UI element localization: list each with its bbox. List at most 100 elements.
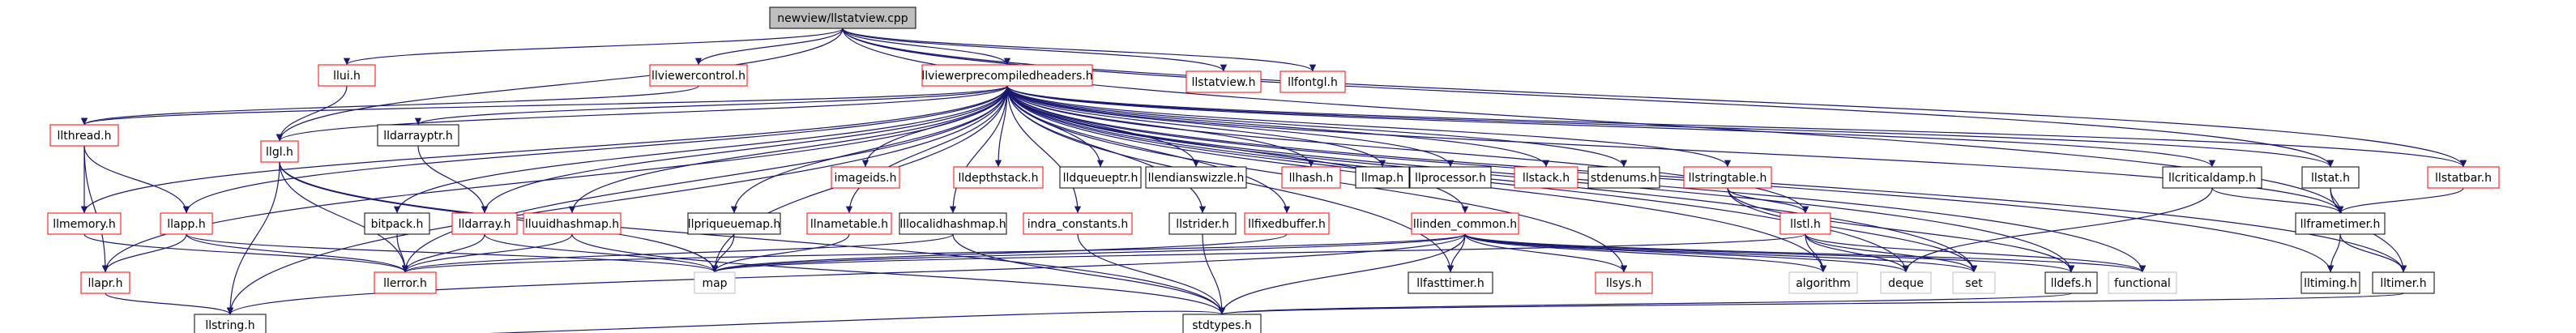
node-box-lllocalidhashmap — [899, 212, 1007, 235]
node-llnametable[interactable]: llnametable.h — [806, 212, 892, 235]
node-label-lldefs: lldefs.h — [2051, 277, 2092, 290]
edge-llviewerprecompiled-to-llmap — [1006, 85, 1386, 168]
node-label-llhash: llhash.h — [1289, 172, 1334, 185]
node-label-llstringtable: llstringtable.h — [1689, 172, 1767, 185]
node-llstl[interactable]: llstl.h — [1779, 212, 1831, 235]
edge-llviewerprecompiled-to-llstatbar — [1006, 85, 2467, 168]
node-llui[interactable]: llui.h — [318, 64, 376, 87]
node-llapr[interactable]: llapr.h — [80, 271, 130, 294]
edge-llstringtable-to-llstl — [1727, 187, 1809, 214]
node-llviewercontrol[interactable]: llviewercontrol.h — [649, 64, 748, 87]
node-llcriticaldamp[interactable]: llcriticaldamp.h — [2162, 166, 2262, 189]
node-llfontgl[interactable]: llfontgl.h — [1279, 70, 1346, 93]
node-label-newview: newview/llstatview.cpp — [777, 12, 908, 25]
node-llstringtable[interactable]: llstringtable.h — [1683, 166, 1772, 189]
node-llpriqueuemap[interactable]: llpriqueuemap.h — [687, 212, 781, 235]
edge-llinden_common-to-set — [1464, 233, 1977, 273]
node-box-llstrider — [1168, 212, 1237, 235]
node-bitpack[interactable]: bitpack.h — [364, 212, 430, 235]
node-box-deque — [1880, 271, 1932, 294]
node-llmap[interactable]: llmap.h — [1355, 166, 1410, 189]
node-llstack[interactable]: llstack.h — [1514, 166, 1578, 189]
node-label-bitpack: bitpack.h — [371, 218, 424, 231]
node-box-llviewercontrol — [649, 64, 748, 87]
edge-llgl-to-llstring — [226, 161, 280, 315]
node-stdtypes[interactable]: stdtypes.h — [1182, 314, 1262, 333]
edge-llinden_common-to-llerror — [402, 233, 1466, 273]
node-llendianswizzle[interactable]: llendianswizzle.h — [1145, 166, 1247, 189]
node-label-llerror: llerror.h — [383, 277, 427, 290]
node-llhash[interactable]: llhash.h — [1281, 166, 1341, 189]
edge-llui-to-llgl — [276, 85, 348, 142]
node-box-llapr — [80, 271, 130, 294]
edge-lldarray-to-map — [484, 233, 719, 273]
node-algorithm: algorithm — [1788, 271, 1858, 294]
node-llmemory[interactable]: llmemory.h — [47, 212, 122, 235]
node-label-llmap: llmap.h — [1361, 172, 1403, 185]
node-box-llstatview_h — [1185, 70, 1262, 93]
node-lldepthstack[interactable]: lldepthstack.h — [953, 166, 1044, 189]
edge-llmemory-to-llerror — [83, 233, 409, 273]
node-newview[interactable]: newview/llstatview.cpp — [769, 6, 916, 29]
edge-llstl-to-set — [1805, 233, 1978, 273]
node-llthread[interactable]: llthread.h — [49, 124, 119, 147]
edge-llstl-to-deque — [1805, 233, 1910, 273]
node-indra_constants[interactable]: indra_constants.h — [1023, 212, 1133, 235]
node-box-set — [1952, 271, 1996, 294]
node-lltimer[interactable]: lltimer.h — [2372, 271, 2435, 294]
node-llstatbar[interactable]: llstatbar.h — [2427, 166, 2500, 189]
node-imageids[interactable]: imageids.h — [831, 166, 900, 189]
node-lllocalidhashmap[interactable]: lllocalidhashmap.h — [899, 212, 1007, 235]
node-box-functional — [2108, 271, 2177, 294]
node-box-llfontgl — [1279, 70, 1346, 93]
edge-llapp-to-map — [186, 233, 718, 273]
edge-llviewerprecompiled-to-llpriqueuemap — [730, 85, 1008, 214]
edge-llviewerprecompiled-to-lldarray — [481, 85, 1008, 214]
node-label-llstatbar: llstatbar.h — [2435, 172, 2492, 185]
edge-lllocalidhashmap-to-stdtypes — [952, 233, 1226, 315]
node-box-llui — [318, 64, 376, 87]
node-llstatview_h[interactable]: llstatview.h — [1185, 70, 1262, 93]
edge-llviewerprecompiled-to-llgl — [276, 85, 1008, 142]
edge-llinden_common-to-algorithm — [1464, 233, 1827, 273]
node-lldefs[interactable]: lldefs.h — [2044, 271, 2098, 294]
node-stdenums[interactable]: stdenums.h — [1587, 166, 1660, 189]
node-llsys[interactable]: llsys.h — [1595, 271, 1653, 294]
node-llfixedbuffer[interactable]: llfixedbuffer.h — [1244, 212, 1330, 235]
node-llviewerprecompiled[interactable]: llviewerprecompiledheaders.h — [921, 64, 1093, 87]
node-llapp[interactable]: llapp.h — [160, 212, 213, 235]
node-box-indra_constants — [1023, 212, 1133, 235]
edge-llframetimer-to-lltiming — [2326, 233, 2341, 273]
edge-llviewercontrol-to-llthread — [81, 85, 699, 126]
node-llerror[interactable]: llerror.h — [374, 271, 437, 294]
node-box-llstack — [1514, 166, 1578, 189]
node-label-llsys: llsys.h — [1606, 277, 1642, 290]
node-box-llgl — [260, 140, 299, 163]
node-box-llinden_common — [1411, 212, 1519, 235]
node-llfasttimer[interactable]: llfasttimer.h — [1408, 271, 1493, 294]
node-label-deque: deque — [1888, 277, 1924, 290]
node-llstat[interactable]: llstat.h — [2301, 166, 2360, 189]
node-llgl[interactable]: llgl.h — [260, 140, 299, 163]
node-label-lldqueueptr: lldqueueptr.h — [1063, 172, 1138, 185]
node-box-llpriqueuemap — [687, 212, 781, 235]
edge-llviewerprecompiled-to-llstl — [1006, 85, 1809, 214]
node-lldarrayptr[interactable]: lldarrayptr.h — [377, 124, 459, 147]
node-llstring[interactable]: llstring.h — [194, 314, 267, 333]
node-label-set: set — [1965, 277, 1983, 290]
edge-llinden_common-to-functional — [1464, 233, 2146, 273]
edge-llapr-to-llstring — [105, 292, 234, 315]
node-label-lluuidhashmap: lluuidhashmap.h — [525, 218, 619, 231]
node-lldqueueptr[interactable]: lldqueueptr.h — [1059, 166, 1142, 189]
node-llframetimer[interactable]: llframetimer.h — [2295, 212, 2386, 235]
node-llstrider[interactable]: llstrider.h — [1168, 212, 1237, 235]
edge-lltimer-to-stdtypes — [1219, 292, 2404, 315]
node-label-llfontgl: llfontgl.h — [1288, 76, 1338, 89]
node-label-indra_constants: indra_constants.h — [1027, 218, 1128, 231]
node-set: set — [1952, 271, 1996, 294]
node-llinden_common[interactable]: llinden_common.h — [1411, 212, 1519, 235]
node-lldarray[interactable]: lldarray.h — [451, 212, 518, 235]
node-lltiming[interactable]: lltiming.h — [2300, 271, 2360, 294]
node-llprocessor[interactable]: llprocessor.h — [1409, 166, 1492, 189]
node-lluuidhashmap[interactable]: lluuidhashmap.h — [523, 212, 622, 235]
